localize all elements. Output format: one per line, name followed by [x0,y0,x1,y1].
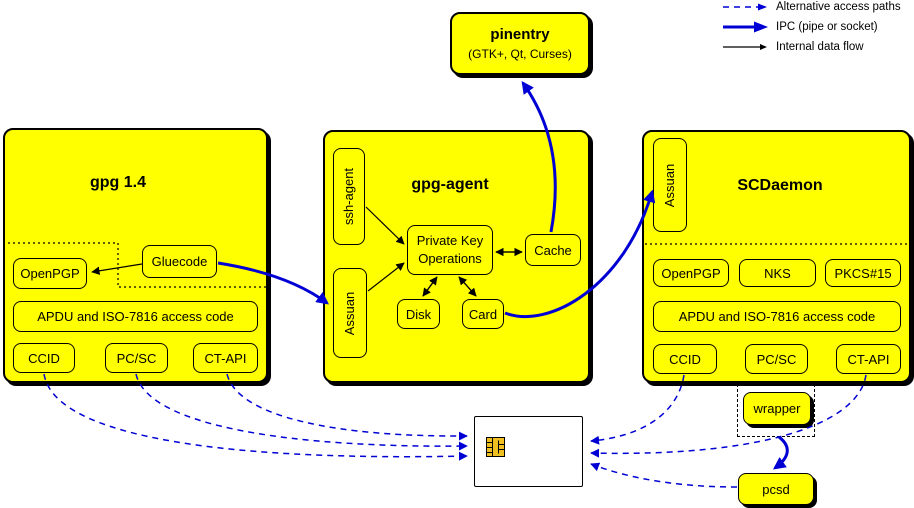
legend-item-alternative: Alternative access paths [722,0,914,13]
alt-pcsd-to-card [590,462,738,488]
ipc-wrapper-to-pcsd [772,435,789,470]
gpg14-ccid-box: CCID [13,343,75,373]
dashed-arrow-icon [723,3,767,10]
pinentry-title: pinentry [490,26,550,43]
assuan-label: Assuan [662,163,678,207]
private-key-operations-box: Private Key Operations [407,225,493,275]
scdaemon-ctapi-box: CT-API [836,344,901,374]
assuan-label: Assuan [342,291,358,335]
scdaemon-pcsc-box: PC/SC [745,344,808,374]
thin-arrow-icon [723,43,767,50]
gpg14-openpgp-box: OpenPGP [13,258,87,289]
alt-scdaemon-ctapi-to-card [590,374,867,458]
pinentry-box: pinentry (GTK+, Qt, Curses) [450,12,590,75]
alt-gpg14-ccid-to-card [43,373,468,461]
gpg14-ctapi-box: CT-API [193,343,258,373]
legend-label: Internal data flow [776,40,864,53]
legend: Alternative access paths IPC (pipe or so… [722,0,914,53]
smartcard [474,416,583,487]
gpg14-gluecode-box: Gluecode [142,245,217,278]
cache-box: Cache [525,234,581,266]
scdaemon-pkcs15-box: PKCS#15 [825,259,901,287]
wrapper-box: wrapper [743,392,811,425]
scdaemon-apdu-box: APDU and ISO-7816 access code [653,301,901,332]
alt-scdaemon-ccid-to-card [590,374,685,445]
pko-line1: Private Key [416,233,484,249]
alt-gpg14-pcsc-to-card [135,373,468,451]
card-box: Card [462,299,504,329]
alt-gpg14-ctapi-to-card [226,373,468,441]
scdaemon-nks-box: NKS [739,259,816,287]
pinentry-subtitle: (GTK+, Qt, Curses) [468,47,572,61]
scdaemon-assuan-box: Assuan [653,138,687,232]
ssh-agent-label: ssh-agent [341,167,357,226]
thick-arrow-icon [723,21,768,32]
gpg14-title: gpg 1.4 [89,174,146,191]
scdaemon-title: SCDaemon [737,177,823,194]
scdaemon-ccid-box: CCID [653,344,717,374]
gpg14-apdu-box: APDU and ISO-7816 access code [13,301,258,332]
disk-box: Disk [397,299,440,329]
gpg-agent-assuan-box: Assuan [333,268,367,358]
gpg-agent-ssh-agent-box: ssh-agent [333,148,365,245]
pcsd-box: pcsd [738,473,814,505]
legend-label: IPC (pipe or socket) [776,20,878,33]
pko-line2: Operations [418,250,482,266]
scdaemon-openpgp-box: OpenPGP [653,259,729,287]
legend-item-ipc: IPC (pipe or socket) [722,20,914,33]
smartcard-chip-icon [486,437,505,457]
legend-label: Alternative access paths [776,0,901,13]
gpg-agent-title: gpg-agent [411,176,489,193]
gpg14-pcsc-box: PC/SC [105,343,168,373]
legend-item-internal: Internal data flow [722,40,914,53]
